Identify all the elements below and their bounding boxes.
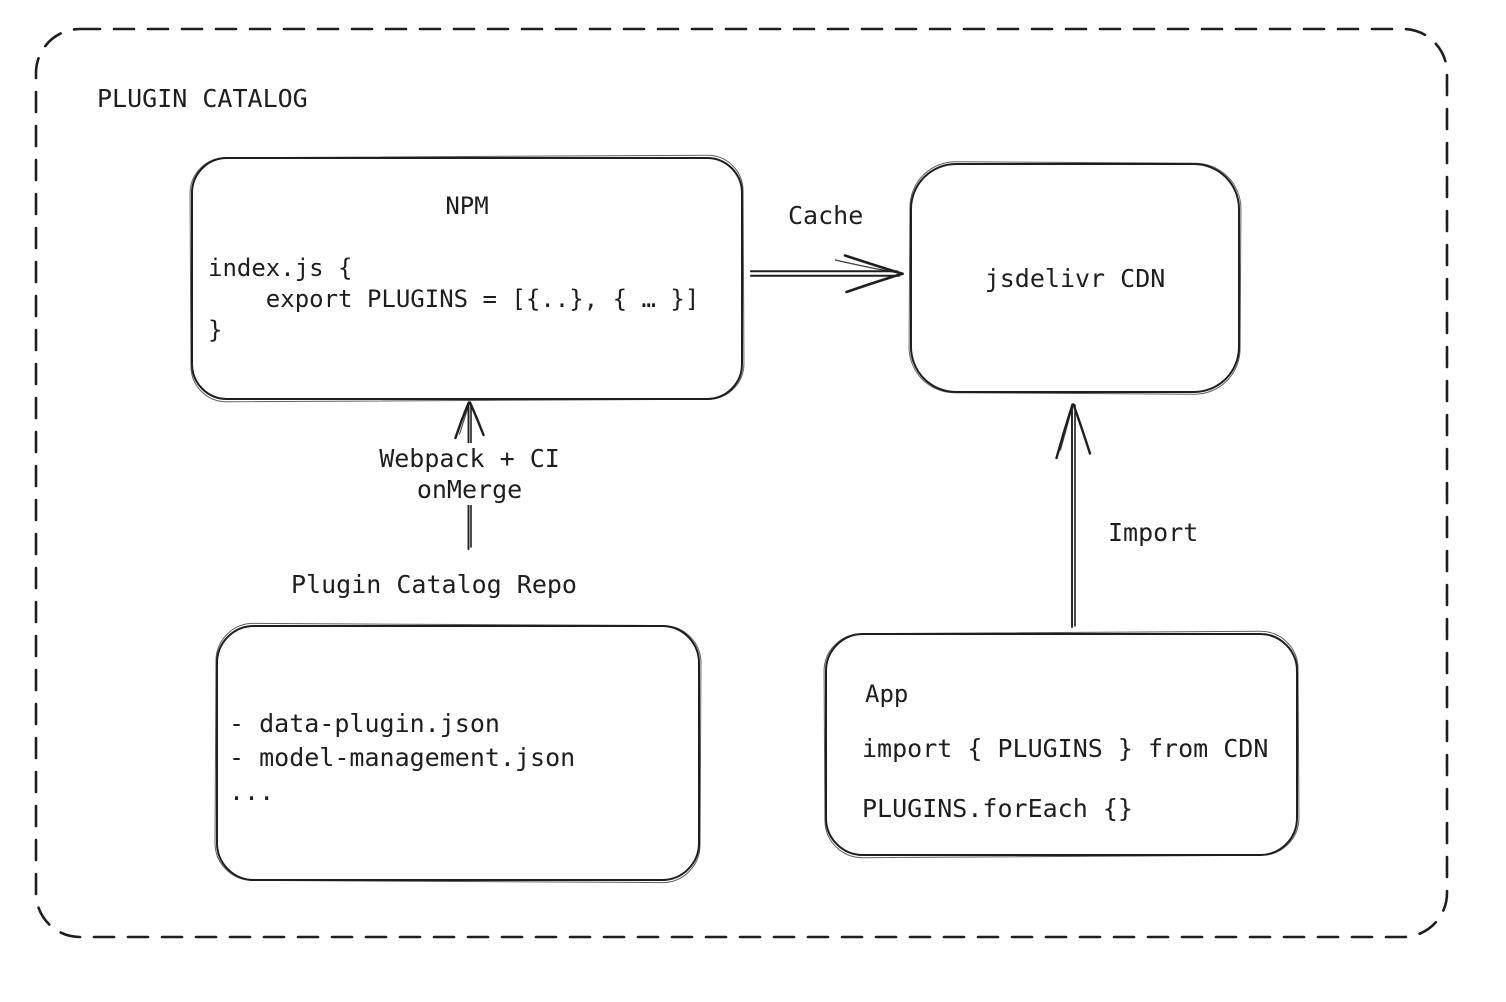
- repo-file-list: - data-plugin.json- model-management.jso…: [229, 709, 576, 806]
- import-arrow: [1055, 403, 1092, 628]
- cache-arrow: [750, 254, 904, 294]
- diagram-title: PLUGIN CATALOG: [97, 84, 308, 113]
- npm-node-title: NPM: [445, 192, 489, 220]
- cdn-node-title: jsdelivr CDN: [984, 263, 1166, 293]
- npm-code-snippet: index.js { export PLUGINS = [{..}, { … }…: [208, 254, 700, 344]
- import-arrow-label: Import: [1108, 518, 1199, 547]
- repo-node: - data-plugin.json- model-management.jso…: [216, 625, 700, 881]
- npm-node: NPM index.js { export PLUGINS = [{..}, {…: [191, 157, 743, 400]
- plugin-catalog-boundary: [34, 27, 1449, 939]
- cache-arrow-label: Cache: [788, 201, 864, 230]
- cdn-node: jsdelivr CDN: [910, 163, 1240, 393]
- app-node-title: App: [865, 680, 909, 708]
- repo-node-label: Plugin Catalog Repo: [291, 570, 577, 599]
